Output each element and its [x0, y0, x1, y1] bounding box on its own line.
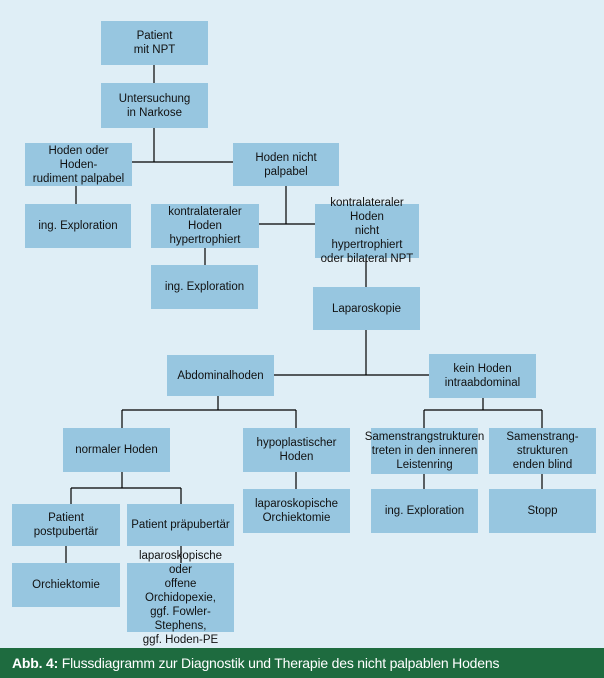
node-laparoskopie: Laparoskopie [313, 287, 420, 330]
node-abdominalhoden: Abdominalhoden [167, 355, 274, 396]
node-samenstrang-leiste: Samenstrangstrukturen treten in den inne… [365, 428, 484, 474]
node-postpubertaer: Patient postpubertär [12, 504, 120, 546]
node-normaler-hoden: normaler Hoden [63, 428, 170, 472]
node-orchiektomie: Orchiektomie [12, 563, 120, 607]
node-praepubertaer: Patient präpubertär [127, 504, 234, 546]
figure-caption: Abb. 4: Flussdiagramm zur Diagnostik und… [0, 648, 604, 678]
node-ing-exploration-2: ing. Exploration [151, 265, 258, 309]
node-samenstrang-blind: Samenstrang- strukturen enden blind [489, 428, 596, 474]
node-kein-hoden: kein Hoden intraabdominal [429, 354, 536, 398]
connector-lines [65, 65, 543, 563]
node-ing-exploration-1: ing. Exploration [25, 204, 131, 248]
node-kontra-hyper: kontralateraler Hoden hypertrophiert [151, 204, 259, 248]
caption-label: Abb. 4: [12, 655, 59, 671]
node-laparoskopische-oder: laparoskopische oder offene Orchidopexie… [127, 550, 234, 646]
node-ing-exploration-3: ing. Exploration [371, 489, 478, 533]
node-hypoplastisch: hypoplastischer Hoden [243, 428, 350, 472]
node-lap-orchiektomie: laparoskopische Orchiektomie [243, 489, 350, 533]
node-nicht-palpabel: Hoden nicht palpabel [233, 143, 339, 186]
node-patient: Patient mit NPT [101, 21, 208, 65]
flowchart: Patient mit NPT Untersuchung in Narkose … [12, 21, 596, 646]
caption-text: Flussdiagramm zur Diagnostik und Therapi… [58, 655, 500, 671]
node-palpabel: Hoden oder Hoden- rudiment palpabel [25, 143, 132, 186]
node-kontra-nicht-hyper: kontralateraler Hoden nicht hypertrophie… [315, 197, 419, 265]
node-stopp: Stopp [489, 489, 596, 533]
node-untersuchung: Untersuchung in Narkose [101, 83, 208, 128]
